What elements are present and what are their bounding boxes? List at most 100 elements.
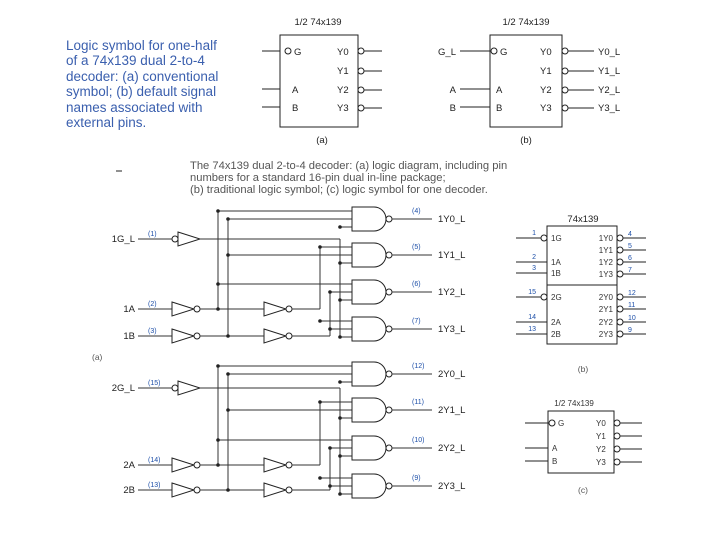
nand-gate (351, 473, 387, 499)
chip-right-pin-number: 9 (628, 327, 632, 334)
nand-bubble (385, 215, 393, 223)
output-label: 1Y1_L (438, 250, 465, 261)
inverter-bubble (193, 332, 201, 340)
nand-gate (351, 206, 387, 232)
mid-caption-line: (b) traditional logic symbol; (c) logic … (190, 184, 488, 196)
symbol-a-output: Y1 (337, 66, 349, 77)
chip-left-pin-label: 2G (551, 293, 562, 302)
symbol-b-signal: B (450, 103, 456, 114)
junction-dot (226, 488, 230, 492)
junction-dot (338, 261, 342, 265)
top-caption-line: external pins. (66, 115, 147, 131)
symbol-b-input: A (496, 85, 503, 96)
inverter-gate (171, 328, 196, 344)
input-pin-number: (13) (148, 482, 160, 489)
mid-caption-line: The 74x139 dual 2-to-4 decoder: (a) logi… (190, 160, 508, 172)
inverter-gate (171, 457, 196, 473)
input-label: 2G_L (112, 383, 135, 394)
symbol-a: 1/2 74x139 G A B Y0 Y1 Y2 Y3 (a) (262, 17, 382, 146)
junction-dot (216, 282, 220, 286)
symbol-b-out-signal: Y3_L (598, 103, 620, 114)
top-caption: Logic symbol for one-half of a 74x139 du… (66, 38, 244, 130)
top-caption-line: Logic symbol for one-half (66, 38, 217, 53)
chip-right-pin-label: 2Y3 (599, 330, 614, 339)
chip-right-pin-number: 11 (628, 302, 635, 309)
inverter-bubble (285, 486, 293, 494)
chip-right-pin-number: 7 (628, 267, 632, 274)
decoder-top: 1G_L(1)1A(2)1B(3)(4)1Y0_L(5)1Y1_L(6)1Y2_… (112, 206, 465, 344)
symbol-a-output: Y3 (337, 103, 349, 114)
input-pin-number: (3) (148, 328, 157, 335)
junction-dot (318, 400, 322, 404)
output-label: 2Y3_L (438, 481, 465, 492)
buffer-gate (177, 380, 202, 396)
inverter-bubble (285, 305, 293, 313)
output-label: 2Y1_L (438, 405, 465, 416)
output-pin-number: (12) (412, 363, 424, 370)
chip-left-pin-number: 1 (532, 230, 536, 237)
top-caption-line: decoder: (a) conventional (66, 68, 219, 84)
logic-diagram: (a) 1G_L(1)1A(2)1B(3)(4)1Y0_L(5)1Y1_L(6)… (92, 206, 465, 499)
enable-bubble (171, 235, 179, 243)
output-pin-number: (11) (412, 399, 424, 406)
nand-bubble (385, 370, 393, 378)
chip-output-bubble (616, 246, 624, 254)
top-caption-line: of a 74x139 dual 2-to-4 (66, 53, 205, 69)
junction-dot (226, 334, 230, 338)
decoder-bottom: 2G_L(15)2A(14)2B(13)(12)2Y0_L(11)2Y1_L(1… (112, 361, 465, 499)
junction-dot (328, 484, 332, 488)
chip-right-pin-label: 2Y1 (599, 305, 614, 314)
chip-right-pin-number: 6 (628, 255, 632, 262)
inverter-bubble (193, 461, 201, 469)
inverter-gate (171, 482, 196, 498)
input-label: 2A (123, 460, 135, 471)
logic-diagram-label: (a) (92, 352, 103, 362)
chip-left-pin-number: 2 (532, 254, 536, 261)
symbol-b-caption: (b) (520, 135, 532, 146)
symbol-b-signal: A (450, 85, 457, 96)
nand-gate (351, 316, 387, 342)
chip-output-bubble (616, 234, 624, 242)
junction-dot (328, 327, 332, 331)
chip-left-pin-label: 1A (551, 258, 561, 267)
chip-right-pin-number: 12 (628, 290, 636, 297)
symbol-c-output: Y2 (596, 445, 606, 454)
symbol-a-input: A (292, 85, 299, 96)
symbol-a-output: Y0 (337, 47, 349, 58)
symbol-b-out-signal: Y2_L (598, 85, 620, 96)
junction-dot (216, 209, 220, 213)
symbol-c-output: Y3 (596, 458, 606, 467)
symbol-c-input: A (552, 444, 558, 453)
chip-right-pin-label: 2Y0 (599, 293, 614, 302)
inverter-gate (263, 328, 288, 344)
junction-dot (338, 416, 342, 420)
chip-left-pin-label: 1G (551, 234, 562, 243)
junction-dot (338, 492, 342, 496)
mid-caption-line: numbers for a standard 16-pin dual in-li… (190, 172, 446, 184)
symbol-a-output: Y2 (337, 85, 349, 96)
nand-gate (351, 279, 387, 305)
symbol-b-out-signal: Y0_L (598, 47, 620, 58)
inverter-gate (263, 482, 288, 498)
chip-right-pin-number: 10 (628, 315, 636, 322)
output-pin-number: (7) (412, 318, 421, 325)
chip-right-pin-label: 1Y3 (599, 270, 614, 279)
chip-enable-bubble (540, 293, 548, 301)
symbol-c-input: B (552, 457, 557, 466)
inverter-bubble (285, 332, 293, 340)
chip-output-bubble (616, 270, 624, 278)
input-label: 1G_L (112, 234, 135, 245)
nand-bubble (385, 482, 393, 490)
chip-left-pin-label: 2A (551, 318, 561, 327)
symbol-c-box (547, 410, 615, 474)
chip-symbol: 74x139 (b) (546, 214, 618, 374)
symbol-b-output: Y0 (540, 47, 552, 58)
output-label: 1Y0_L (438, 214, 465, 225)
inverter-gate (171, 301, 196, 317)
symbol-b-output: Y1 (540, 66, 552, 77)
inverter-bubble (193, 305, 201, 313)
junction-dot (338, 298, 342, 302)
